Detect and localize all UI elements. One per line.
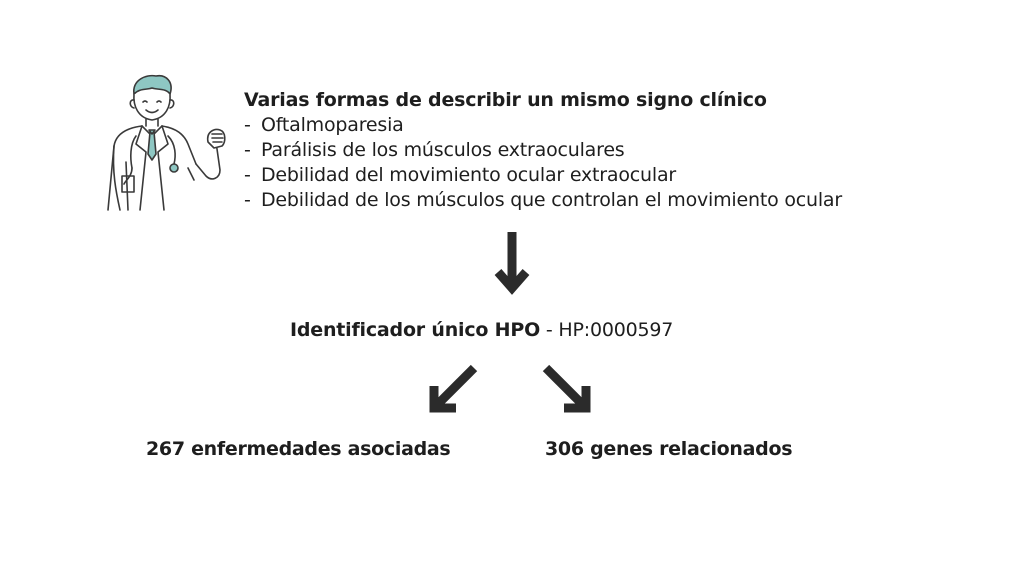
arrow-down-left-icon [429, 364, 478, 413]
list-item: - Oftalmoparesia [244, 113, 964, 138]
hpo-separator: - [540, 319, 559, 341]
bullet-dash: - [244, 114, 251, 136]
arrow-down-right-icon [542, 364, 591, 413]
synonym-text: Debilidad de los músculos que controlan … [261, 189, 842, 211]
hpo-label: Identificador único HPO [290, 319, 541, 341]
bullet-dash: - [244, 189, 251, 211]
synonyms-title: Varias formas de describir un mismo sign… [244, 89, 767, 111]
related-genes-count: 306 genes relacionados [545, 438, 793, 460]
synonym-text: Oftalmoparesia [261, 114, 404, 136]
list-item: - Parálisis de los músculos extraoculare… [244, 138, 964, 163]
doctor-illustration [107, 74, 226, 211]
synonyms-block: Varias formas de describir un mismo sign… [244, 88, 964, 213]
synonym-text: Debilidad del movimiento ocular extraocu… [261, 164, 677, 186]
bullet-dash: - [244, 164, 251, 186]
list-item: - Debilidad de los músculos que controla… [244, 188, 964, 213]
synonym-text: Parálisis de los músculos extraoculares [261, 139, 625, 161]
synonym-list: - Oftalmoparesia - Parálisis de los músc… [244, 113, 964, 213]
bullet-dash: - [244, 139, 251, 161]
list-item: - Debilidad del movimiento ocular extrao… [244, 163, 964, 188]
associated-diseases-count: 267 enfermedades asociadas [146, 438, 451, 460]
hpo-code: HP:0000597 [558, 319, 674, 341]
arrow-down-icon [494, 232, 530, 295]
hpo-identifier: Identificador único HPO - HP:0000597 [290, 317, 673, 343]
